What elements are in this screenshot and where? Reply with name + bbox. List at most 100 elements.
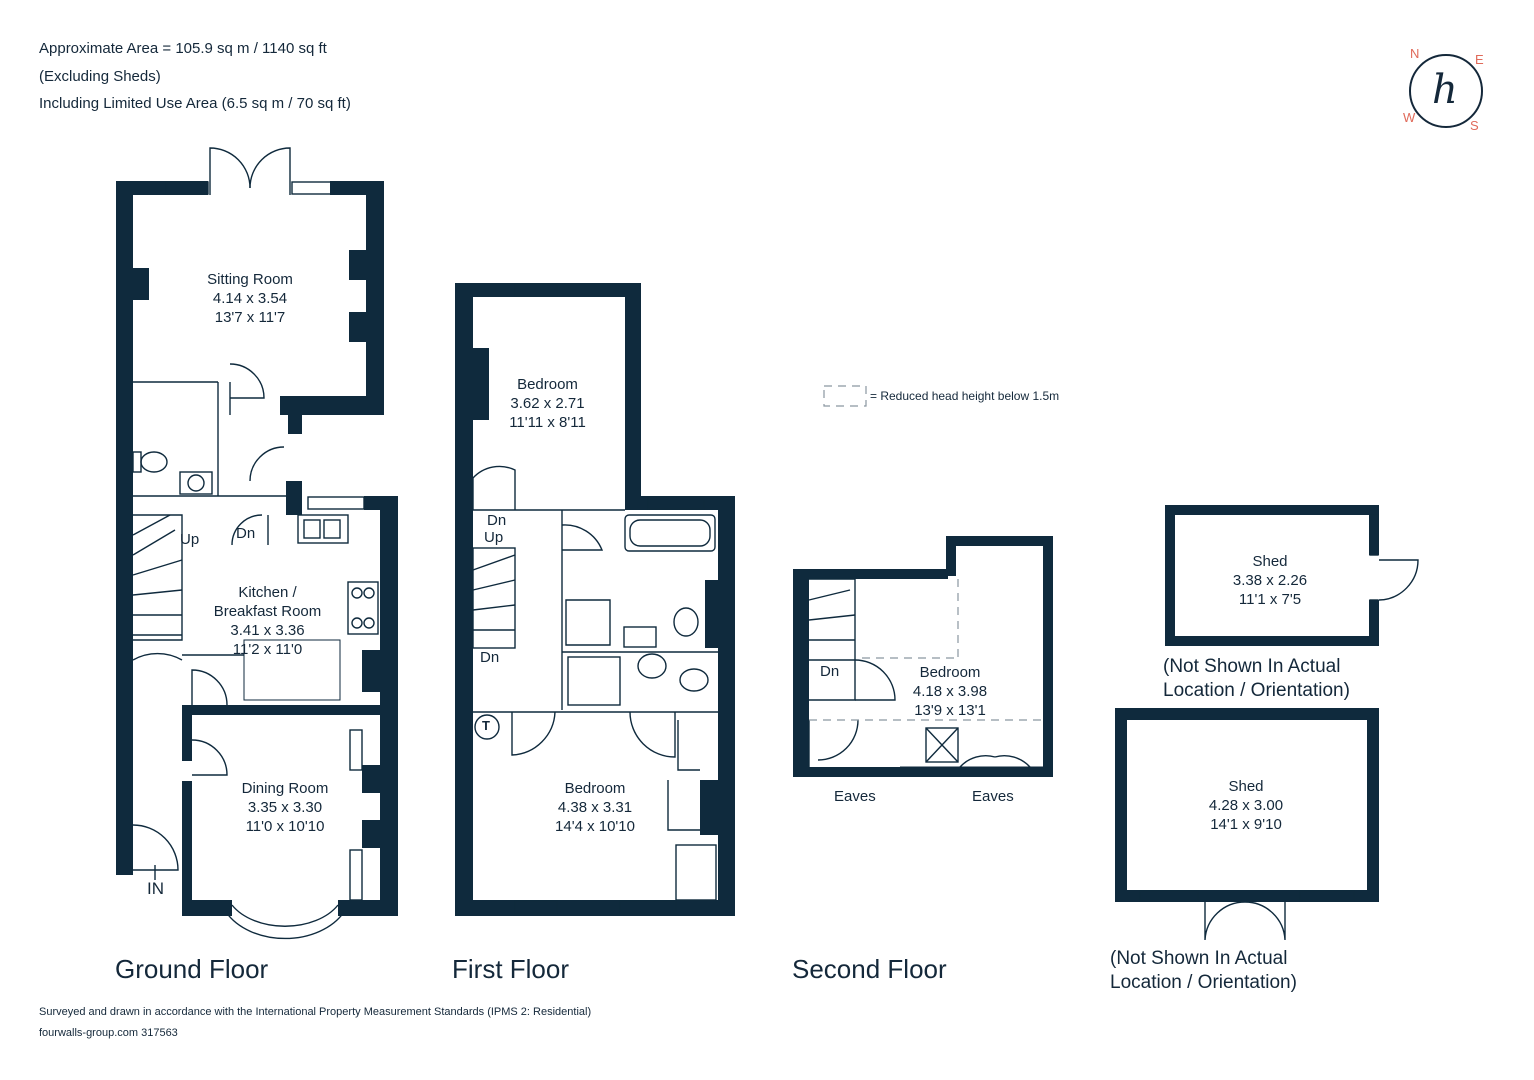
gf-hall-door <box>249 446 285 482</box>
note-line1: (Not Shown In Actual <box>1110 948 1288 969</box>
sf-eaves-right: Eaves <box>972 788 1014 805</box>
ff-stairs <box>472 547 516 649</box>
ff-chimney <box>473 348 489 420</box>
reduced-height-legend: = Reduced head height below 1.5m <box>870 389 1060 403</box>
gf-kitchen-stub <box>286 481 302 515</box>
standards-note: Surveyed and drawn in accordance with th… <box>39 1006 592 1018</box>
shed2-window-right <box>1299 890 1355 902</box>
excluding-note: (Excluding Sheds) <box>39 68 161 85</box>
room-metric: 3.41 x 3.36 <box>230 622 305 639</box>
shed1-right-top <box>1369 505 1379 555</box>
note-line2: Location / Orientation) <box>1110 972 1297 993</box>
reduced-height-outlines <box>809 385 1043 721</box>
walls <box>116 181 1379 916</box>
room-metric: 4.28 x 3.00 <box>1208 797 1284 814</box>
shed2-door-left <box>1204 901 1246 941</box>
room-bedroom-rear: Bedroom 3.62 x 2.71 11'11 x 8'11 <box>480 375 615 432</box>
shed-small-note: (Not Shown In Actual Location / Orientat… <box>1163 655 1350 703</box>
ff-toilet-2 <box>679 668 709 692</box>
gf-left-wall <box>116 181 133 875</box>
sf-window <box>967 536 1009 546</box>
gf-french-door-left <box>209 147 251 195</box>
room-imperial: 14'1 x 9'10 <box>1210 816 1282 833</box>
compass-circle-icon <box>1409 54 1483 128</box>
shed1-bottom-wall <box>1165 636 1379 646</box>
ff-basin-2 <box>637 653 667 679</box>
ff-bedroom-right-wall <box>625 283 641 510</box>
ff-bath-top-wall <box>625 496 735 510</box>
room-sitting-room: Sitting Room 4.14 x 3.54 13'7 x 11'7 <box>160 270 340 327</box>
shed1-top-wall <box>1165 505 1379 515</box>
shed1-right-bottom <box>1369 600 1379 646</box>
room-name-line1: Kitchen / <box>238 584 297 601</box>
including-note: Including Limited Use Area (6.5 sq m / 7… <box>39 95 351 112</box>
ff-bath-door <box>561 524 604 551</box>
second-floor-title: Second Floor <box>792 954 947 984</box>
shed1-door <box>1378 559 1419 601</box>
room-metric: 3.35 x 3.30 <box>247 799 323 816</box>
ff-bedroom-door <box>472 465 516 510</box>
ff-landing-door <box>511 711 556 756</box>
sf-door <box>854 659 896 701</box>
ff-dn-label: Dn <box>487 512 507 529</box>
gf-hob-icon <box>347 581 379 635</box>
ff-cylinder <box>474 714 500 740</box>
gf-wc-cistern <box>132 451 142 473</box>
ff-bottom-wall <box>455 900 735 916</box>
room-bedroom-second: Bedroom 4.18 x 3.98 13'9 x 13'1 <box>880 663 1020 720</box>
room-imperial: 11'1 x 7'5 <box>1238 591 1302 608</box>
room-imperial: 13'7 x 11'7 <box>214 309 286 326</box>
room-metric: 4.18 x 3.98 <box>912 683 988 700</box>
gf-kitchen-pier <box>362 650 382 692</box>
room-name: Bedroom <box>919 664 981 681</box>
shed2-door-right <box>1244 901 1286 941</box>
gf-right-wall <box>380 496 398 916</box>
ff-window-rear <box>514 283 558 297</box>
sf-eaves-left: Eaves <box>834 788 876 805</box>
room-metric: 4.38 x 3.31 <box>557 799 633 816</box>
gf-wc-toilet <box>140 451 168 473</box>
gf-bottom-right <box>338 900 398 916</box>
ground-floor-title: Ground Floor <box>115 954 269 984</box>
note-line1: (Not Shown In Actual <box>1163 656 1341 677</box>
gf-kitchen-dn-door <box>231 514 263 546</box>
shed2-bottom-wall <box>1115 890 1379 902</box>
ff-right-wall <box>718 496 735 916</box>
gf-window-right <box>291 181 335 195</box>
room-name: Sitting Room <box>207 271 293 288</box>
ff-window-front-2 <box>619 900 677 914</box>
gf-kitchen-sink <box>297 514 349 544</box>
shed2-right-wall <box>1367 708 1379 902</box>
gf-sitting-right-wall <box>366 181 384 415</box>
ff-shower-1 <box>565 599 611 646</box>
gf-dining-pier-2 <box>362 820 382 848</box>
room-metric: 3.62 x 2.71 <box>510 395 585 412</box>
ff-left-wall <box>455 283 473 916</box>
shed2-top-wall <box>1115 708 1379 720</box>
ff-shower-2 <box>567 656 621 706</box>
room-name: Shed <box>1252 553 1288 570</box>
gf-stairs-outline <box>133 514 183 641</box>
ff-basin-1 <box>623 626 657 648</box>
ff-dn-label-lower: Dn <box>480 649 500 666</box>
sf-top-wall-right <box>946 536 1053 546</box>
room-metric: 4.14 x 3.54 <box>212 290 288 307</box>
gf-french-door-right <box>249 147 291 195</box>
ff-bed-pier <box>700 780 735 835</box>
compass-logo: h N E S W <box>1400 45 1490 135</box>
room-name: Dining Room <box>241 780 329 797</box>
logo-letter: h <box>1432 67 1458 113</box>
gf-bay-window <box>231 904 339 927</box>
ff-cylinder-label: T <box>482 718 490 733</box>
gf-wc-basin <box>179 471 213 495</box>
room-kitchen: Kitchen / Breakfast Room 3.41 x 3.36 11'… <box>190 583 345 659</box>
room-dining-room: Dining Room 3.35 x 3.30 11'0 x 10'10 <box>200 779 370 836</box>
ff-bath-pier <box>705 580 735 648</box>
sf-eaves-door-right <box>959 755 996 768</box>
sf-top-wall-left <box>793 569 948 579</box>
ff-toilet-1 <box>673 607 699 637</box>
compass-east: E <box>1475 52 1484 67</box>
gf-dining-top-wall <box>182 705 382 715</box>
gf-top-wall-left <box>116 181 208 195</box>
shed2-window-left <box>1139 890 1199 902</box>
